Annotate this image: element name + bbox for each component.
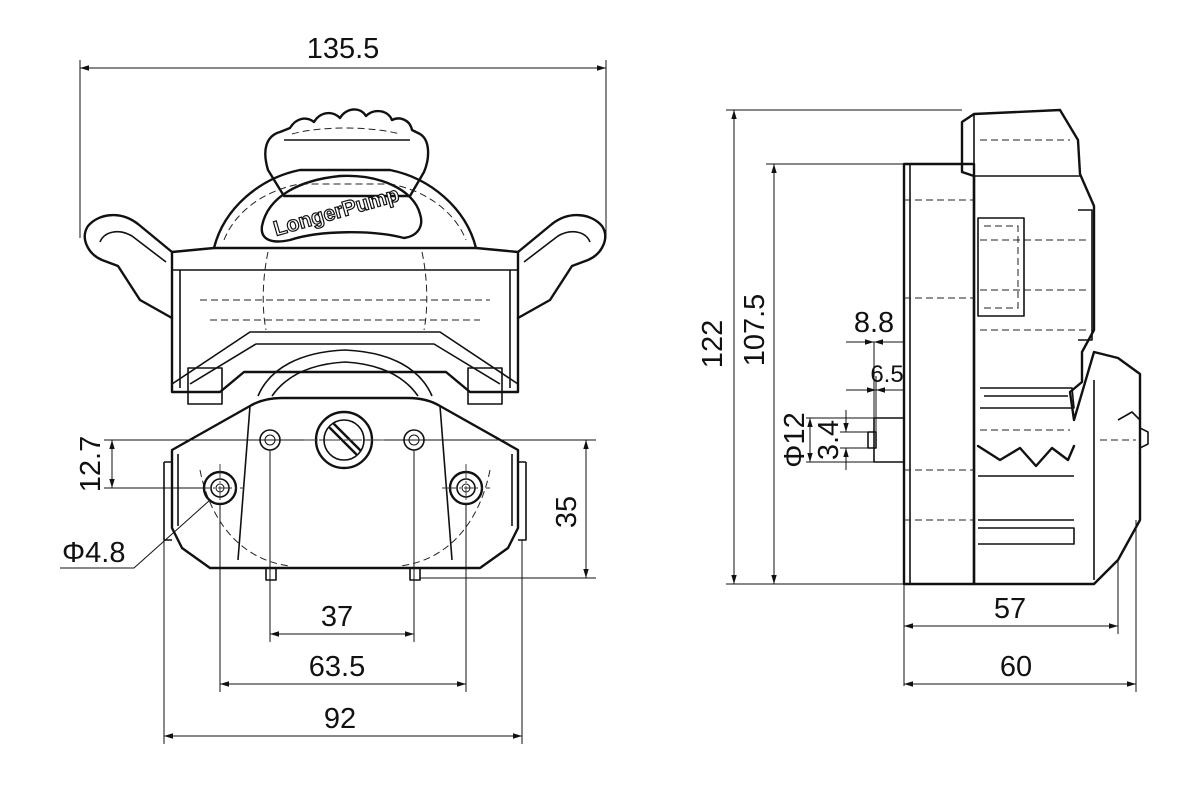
dim-inner-spacing: 37 (321, 601, 353, 633)
side-dimensions: 122 107.5 8.8 6.5 Φ12 3.4 57 (697, 109, 1137, 692)
dim-overall-width: 135.5 (307, 33, 380, 65)
dim-body-depth: 57 (994, 593, 1026, 625)
motor-body (902, 162, 976, 586)
dim-overall-height: 122 (697, 320, 729, 368)
side-view (867, 108, 1149, 586)
dim-vertical-span: 35 (551, 496, 583, 528)
dim-base-width: 92 (324, 703, 356, 735)
dim-hole-diameter: Φ4.8 (62, 537, 125, 569)
dim-shaft-diameter: Φ12 (779, 412, 811, 467)
pump-head (960, 108, 1142, 586)
dim-body-height: 107.5 (739, 294, 771, 367)
front-view: LongerPump (83, 108, 607, 581)
front-dimensions: 135.5 12.7 Φ4.8 35 37 63.5 92 (60, 33, 607, 744)
right-clamp-arm (516, 214, 607, 320)
dim-mount-spacing: 63.5 (309, 651, 365, 683)
left-clamp-arm (83, 214, 174, 320)
dim-shaft-length-a: 8.8 (854, 307, 894, 339)
base-plate (170, 396, 520, 570)
dim-overall-depth: 60 (1000, 651, 1032, 683)
dim-hole-offset: 12.7 (75, 436, 107, 492)
lever-knob (264, 108, 430, 198)
dim-shaft-flat: 3.4 (813, 420, 845, 460)
logo-badge (260, 174, 423, 243)
dim-shaft-length-b: 6.5 (870, 361, 903, 388)
